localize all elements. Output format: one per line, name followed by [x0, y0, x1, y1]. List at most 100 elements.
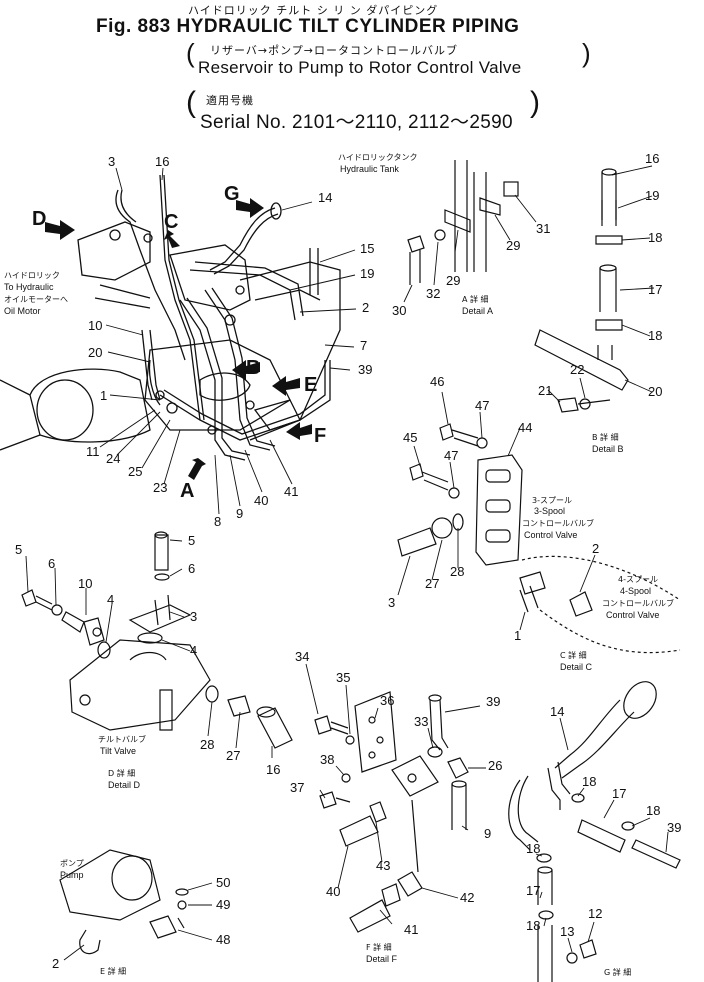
- callout-f-40: 40: [326, 884, 340, 899]
- callout-d-6a: 6: [48, 556, 55, 571]
- detail-e: [59, 849, 189, 955]
- nut-31: [503, 181, 519, 197]
- bolt-46-shank: [451, 429, 479, 447]
- flange-14g: [623, 681, 657, 719]
- washer-6a: [51, 604, 63, 616]
- oring-28: [452, 513, 464, 531]
- figure-title: Fig. 883 HYDRAULIC TILT CYLINDER PIPING: [96, 16, 520, 37]
- view-arrow-c: [164, 230, 180, 248]
- hose-2e: [79, 929, 101, 955]
- pipe-15: [309, 248, 319, 295]
- callout-c-3: 3: [388, 595, 395, 610]
- bolt-34-head: [314, 715, 332, 735]
- callout-c-45: 45: [403, 430, 417, 445]
- rotor-housing: [29, 368, 151, 443]
- spool3-label-jp: 3-スプール: [532, 496, 572, 505]
- pipe-9f: [451, 784, 467, 830]
- callout-g-39: 39: [667, 820, 681, 835]
- washer-47a: [476, 437, 488, 449]
- paren-close-2: ): [530, 86, 541, 119]
- oring-28d: [205, 685, 219, 703]
- route-english: Reservoir to Pump to Rotor Control Valve: [198, 58, 522, 77]
- clamp-18g-b: [621, 821, 635, 831]
- flange-44: [475, 454, 523, 566]
- callout-16: 16: [155, 154, 169, 169]
- detail-g-label-jp: G 詳 細: [604, 967, 631, 977]
- callout-d-4a: 4: [107, 592, 114, 607]
- callout-b-22: 22: [570, 362, 584, 377]
- pipe-10: [141, 329, 153, 401]
- callout-g-18c: 18: [526, 841, 540, 856]
- view-letter-d: D: [32, 208, 46, 230]
- callout-g-18a: 18: [582, 774, 596, 789]
- ctrl-valve-label-jp: コントロールバルブ: [522, 518, 594, 528]
- pump-label: Pump: [60, 870, 84, 880]
- callout-f-36: 36: [380, 693, 394, 708]
- spool4-label-jp: 4-スプール: [618, 575, 658, 584]
- pump-boss: [199, 372, 251, 401]
- clamp-29: [444, 209, 471, 233]
- callout-c-27: 27: [425, 576, 439, 591]
- callout-2: 2: [362, 300, 369, 315]
- bolt-5b: [154, 534, 169, 571]
- washer-22: [579, 398, 591, 410]
- clamp-18g-a: [571, 793, 585, 803]
- callout-f-26: 26: [488, 758, 502, 773]
- detail-d-label: Detail D: [108, 780, 141, 790]
- callout-d-16: 16: [266, 762, 280, 777]
- bolt-12: [579, 939, 597, 959]
- view-arrows: [45, 198, 312, 480]
- to-hydraulic-label: To Hydraulic: [4, 282, 54, 292]
- clamp-18g-c: [536, 853, 552, 863]
- detail-f: [314, 691, 469, 933]
- pump-body-e: [59, 849, 161, 921]
- hose-16b: [601, 172, 617, 220]
- view-letter-b: B: [246, 357, 260, 379]
- pipe-17g-upper: [508, 775, 539, 851]
- detail-b-label: Detail B: [592, 444, 624, 454]
- detail-b-label-jp: B 詳 細: [592, 432, 619, 442]
- serial-japanese: 適用号機: [206, 94, 254, 107]
- hose-16d: [257, 707, 293, 749]
- callout-d-10: 10: [78, 576, 92, 591]
- callout-f-37: 37: [290, 780, 304, 795]
- callout-b-18b: 18: [648, 328, 662, 343]
- pipe-9: [204, 289, 271, 451]
- callout-g-18b: 18: [646, 803, 660, 818]
- title-japanese: ハイドロリック チルト シ リ ン ダパイピング: [188, 4, 439, 17]
- tee-block: [391, 755, 439, 797]
- detail-f-label-jp: F 詳 細: [366, 942, 392, 952]
- adapter-27: [431, 517, 453, 539]
- bolt-2c: [569, 591, 593, 617]
- ctrl-valve2-label: Control Valve: [606, 610, 659, 620]
- callout-15: 15: [360, 241, 374, 256]
- callout-a-32: 32: [426, 286, 440, 301]
- callout-f-41: 41: [404, 922, 418, 937]
- hose-17g2: [537, 870, 553, 905]
- callout-e-48: 48: [216, 932, 230, 947]
- callout-25: 25: [128, 464, 142, 479]
- callout-d-5a: 5: [15, 542, 22, 557]
- serial-english: Serial No. 2101～2110, 2112～2590: [200, 112, 513, 133]
- view-letter-f: F: [314, 425, 326, 447]
- pipe-14g: [554, 699, 635, 779]
- oring-4a: [97, 641, 111, 659]
- tilt-valve-body: [77, 221, 151, 281]
- callout-c-46: 46: [430, 374, 444, 389]
- paren-open-2: (: [186, 86, 197, 119]
- callout-c-47b: 47: [444, 448, 458, 463]
- callout-f-33: 33: [414, 714, 428, 729]
- callout-b-21: 21: [538, 383, 552, 398]
- callout-24: 24: [106, 451, 120, 466]
- detail-c: [397, 423, 681, 654]
- spool3-label: 3-Spool: [534, 506, 565, 516]
- view-letter-g: G: [224, 183, 240, 205]
- hydraulic-tank-label: Hydraulic Tank: [340, 164, 399, 174]
- callout-f-39: 39: [486, 694, 500, 709]
- washer-6b: [154, 573, 170, 581]
- callout-11: 11: [86, 444, 100, 459]
- callout-c-2: 2: [592, 541, 599, 556]
- figure-header: ハイドロリック チルト シ リ ン ダパイピング Fig. 883 HYDRAU…: [0, 0, 704, 140]
- hose-20: [148, 359, 161, 406]
